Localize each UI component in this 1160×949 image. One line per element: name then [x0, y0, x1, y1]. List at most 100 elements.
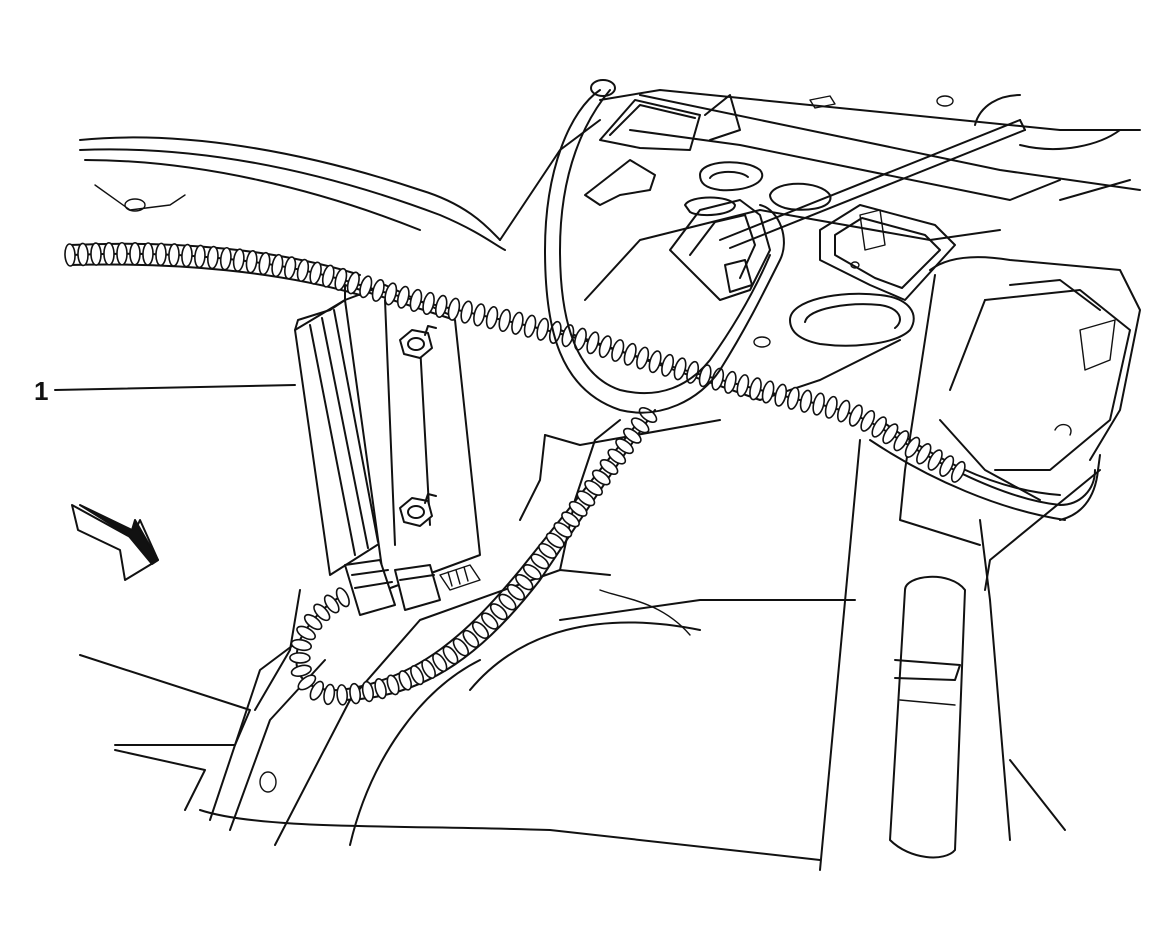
loom-ring [511, 311, 524, 335]
callout-1-leader-line [54, 384, 296, 391]
loom-ring [371, 278, 385, 302]
loom-ring [321, 264, 335, 288]
loom-ring [116, 241, 128, 266]
loom-ring [142, 242, 154, 266]
loom-ring [661, 353, 675, 377]
loom-ring [194, 244, 206, 269]
loom-ring [296, 625, 316, 641]
loom-ring [452, 637, 470, 657]
loom-ring [258, 251, 271, 276]
loom-ring [442, 645, 459, 665]
loom-ring [893, 430, 910, 452]
loom-ring [749, 377, 762, 401]
loom-ring [736, 374, 750, 398]
loom-ring [489, 603, 508, 621]
loom-ring [576, 490, 596, 507]
loom-ring [245, 250, 258, 274]
callout-1-label: 1 [34, 376, 48, 406]
loom-ring [882, 423, 899, 445]
loom-ring [774, 383, 788, 407]
loom-ring [181, 243, 193, 268]
loom-ring [536, 317, 550, 341]
loom-ring [615, 438, 634, 455]
loom-ring [90, 242, 102, 266]
loom-ring [409, 288, 423, 312]
loom-ring [384, 282, 398, 306]
loom-ring [939, 455, 955, 477]
loom-ring [573, 327, 587, 351]
loom-ring [498, 308, 511, 333]
loom-ring [103, 242, 115, 266]
loom-ring [498, 593, 517, 611]
loom-ring [648, 350, 662, 374]
loom-ring [485, 306, 499, 330]
loom-ring [723, 370, 737, 394]
loom-ring [622, 427, 642, 444]
loom-ring [673, 357, 687, 381]
harness-clip-bracket [669, 199, 771, 301]
loom-ring [916, 443, 932, 465]
loom-ring [607, 448, 627, 465]
loom-ring [848, 404, 863, 427]
quarter-pillar [819, 439, 1101, 871]
loom-ring [462, 629, 480, 648]
convoluted-loom-rings [64, 241, 966, 706]
loom-ring [481, 612, 499, 630]
loom-ring [799, 389, 813, 413]
loom-ring [515, 573, 534, 591]
loom-ring [568, 500, 588, 517]
loom-ring [950, 460, 966, 483]
loom-ring [836, 399, 851, 423]
loom-ring [927, 449, 943, 471]
loom-ring [871, 416, 888, 438]
loom-ring [561, 511, 580, 528]
loom-ring [471, 621, 490, 639]
loom-ring [335, 587, 350, 608]
loom-ring [460, 300, 473, 324]
loom-ring [638, 406, 658, 424]
loom-ring [698, 364, 712, 388]
loom-ring [623, 342, 637, 366]
loom-ring [207, 245, 219, 270]
loom-ring [422, 291, 435, 316]
upper-mounting-nut [399, 325, 437, 359]
loom-ring [64, 243, 76, 267]
loom-ring [761, 380, 775, 404]
loom-ring [599, 459, 619, 475]
loom-ring [155, 242, 167, 267]
loom-ring [334, 267, 348, 291]
loom-ring [611, 339, 625, 362]
loom-ring [349, 682, 361, 705]
loom-ring [630, 417, 650, 434]
loom-ring [434, 294, 448, 318]
loom-ring [297, 674, 317, 691]
loom-ring [904, 436, 921, 459]
right-trim-panel [899, 179, 1141, 546]
module-connectors [344, 559, 481, 616]
loom-ring [359, 275, 373, 299]
loom-ring [374, 678, 387, 700]
loom-ring [591, 469, 611, 486]
loom-ring [309, 680, 325, 701]
loom-ring [538, 542, 557, 559]
electronic-control-module [294, 284, 481, 616]
forward-direction-arrow-icon [71, 504, 159, 581]
loom-ring [168, 243, 180, 267]
loom-ring [421, 659, 436, 679]
loom-ring [271, 253, 284, 278]
loom-ring [219, 246, 232, 271]
loom-ring [309, 261, 322, 285]
loom-ring [396, 285, 410, 309]
loom-ring [545, 532, 565, 549]
loom-ring [129, 242, 141, 266]
loom-ring [410, 665, 425, 686]
loom-ring [812, 392, 825, 416]
loom-ring [284, 256, 297, 280]
upper-body-rail [79, 119, 601, 251]
loom-ring [506, 583, 526, 601]
loom-ring [361, 680, 374, 703]
loom-ring [289, 652, 311, 664]
loom-ring [323, 683, 336, 706]
loom-ring [447, 297, 461, 321]
